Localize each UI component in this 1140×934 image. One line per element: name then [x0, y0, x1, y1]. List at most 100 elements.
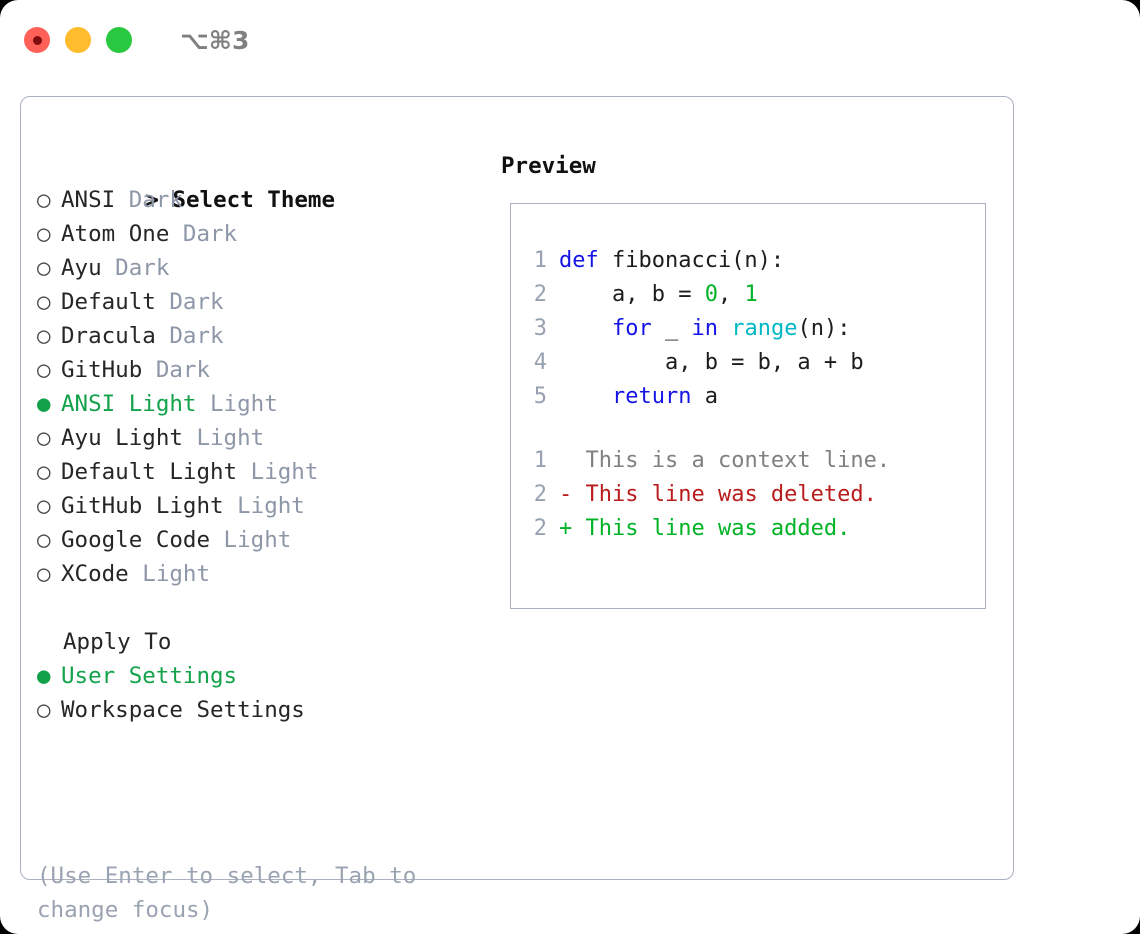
- diff-line: 1 This is a context line.: [525, 444, 985, 478]
- theme-list-item[interactable]: ○ Default Dark: [37, 285, 477, 319]
- theme-category: Light: [210, 527, 292, 553]
- theme-list-item[interactable]: ○XCode Light: [37, 557, 477, 591]
- apply-to-list: ● User Settings ○ Workspace Settings: [37, 659, 477, 727]
- radio-unselected-icon[interactable]: ○: [37, 187, 51, 213]
- code-line: 3 for _ in range(n):: [525, 312, 985, 346]
- theme-category: Dark: [101, 255, 170, 281]
- code-token: _: [651, 316, 692, 341]
- code-token: a: [691, 384, 718, 409]
- line-number: 3: [533, 316, 547, 341]
- radio-unselected-icon[interactable]: ○: [37, 459, 51, 485]
- diff-text: This line was deleted.: [585, 482, 877, 507]
- theme-category: Light: [128, 561, 211, 587]
- code-token: for: [611, 316, 652, 341]
- theme-list-item[interactable]: ○Dracula Dark: [37, 319, 477, 353]
- code-token: 0: [704, 282, 718, 307]
- radio-unselected-icon[interactable]: ○: [37, 493, 51, 519]
- theme-list-item[interactable]: ○ Google Code Light: [37, 523, 477, 557]
- diff-text: This line was added.: [585, 516, 851, 541]
- preview-heading: Preview: [501, 153, 596, 179]
- code-token: 1: [744, 282, 758, 307]
- code-token: ,: [717, 282, 745, 307]
- code-token: a, b = b, a + b: [559, 350, 864, 375]
- theme-name: Default Light: [61, 459, 238, 485]
- code-line: 5 return a: [525, 380, 985, 414]
- preview-gap: [525, 414, 985, 444]
- radio-unselected-icon[interactable]: ○: [37, 357, 51, 383]
- radio-unselected-icon[interactable]: ○: [37, 255, 51, 281]
- content-panel: > Select Theme ○ANSI Dark○Atom One Dark○…: [20, 96, 1014, 923]
- diff-marker: +: [559, 516, 586, 541]
- diff-marker: [559, 448, 586, 473]
- theme-list-item[interactable]: ○Default Light Light: [37, 455, 477, 489]
- diff-marker: -: [559, 482, 586, 507]
- theme-list-item[interactable]: ○Atom One Dark: [37, 217, 477, 251]
- theme-name: ANSI: [61, 187, 116, 213]
- radio-unselected-icon[interactable]: ○: [37, 697, 51, 723]
- code-token: def: [559, 248, 612, 273]
- theme-list-item[interactable]: ○ Ayu Light Light: [37, 421, 477, 455]
- radio-selected-icon[interactable]: ●: [37, 663, 51, 689]
- theme-list-item[interactable]: ○ Ayu Dark: [37, 251, 477, 285]
- code-token: [559, 316, 612, 341]
- diff-line: 2- This line was deleted.: [525, 478, 985, 512]
- code-line: 4 a, b = b, a + b: [525, 346, 985, 380]
- radio-unselected-icon[interactable]: ○: [37, 561, 51, 587]
- theme-selector-column: > Select Theme ○ANSI Dark○Atom One Dark○…: [37, 149, 477, 727]
- radio-selected-icon[interactable]: ●: [37, 391, 51, 417]
- minimize-button[interactable]: [65, 27, 91, 53]
- maximize-button[interactable]: [106, 27, 132, 53]
- code-token: [559, 384, 612, 409]
- list-spacer: [37, 591, 477, 625]
- theme-name: Google Code: [61, 527, 211, 553]
- theme-category: Dark: [155, 323, 224, 349]
- theme-name: Ayu: [61, 255, 102, 281]
- theme-name: Ayu Light: [61, 425, 183, 451]
- line-number: 2: [533, 282, 547, 307]
- radio-unselected-icon[interactable]: ○: [37, 425, 51, 451]
- code-token: a, b =: [559, 282, 705, 307]
- theme-name: GitHub: [61, 357, 143, 383]
- theme-name: Default: [61, 289, 156, 315]
- theme-name: GitHub Light: [61, 493, 224, 519]
- code-token: return: [611, 384, 692, 409]
- theme-list-item[interactable]: ○ GitHub Light Light: [37, 489, 477, 523]
- diff-sample: 1 This is a context line.2- This line wa…: [525, 444, 985, 546]
- apply-to-label: User Settings: [61, 663, 238, 689]
- radio-unselected-icon[interactable]: ○: [37, 289, 51, 315]
- line-number: 2: [533, 516, 547, 541]
- diff-line: 2 + This line was added.: [525, 512, 985, 546]
- code-line: 2 a, b = 0, 1: [525, 278, 985, 312]
- code-line: 1 def fibonacci(n):: [525, 244, 985, 278]
- line-number: 5: [533, 384, 547, 409]
- theme-category: Light: [182, 425, 265, 451]
- select-theme-heading-text: Select Theme: [172, 187, 336, 213]
- theme-list-item[interactable]: ● ANSI Light Light: [37, 387, 477, 421]
- radio-unselected-icon[interactable]: ○: [37, 221, 51, 247]
- theme-category: Dark: [155, 289, 224, 315]
- apply-to-heading: Apply To: [63, 629, 172, 655]
- theme-category: Dark: [169, 221, 238, 247]
- theme-category: Dark: [142, 357, 211, 383]
- apply-to-item[interactable]: ● User Settings: [37, 659, 477, 693]
- line-number: 1: [533, 448, 547, 473]
- radio-unselected-icon[interactable]: ○: [37, 527, 51, 553]
- code-token: fibonacci(n):: [611, 248, 785, 273]
- code-token: in: [691, 316, 718, 341]
- radio-unselected-icon[interactable]: ○: [37, 323, 51, 349]
- theme-list-item[interactable]: ○ GitHub Dark: [37, 353, 477, 387]
- line-number: 1: [533, 248, 547, 273]
- theme-name: ANSI Light: [61, 391, 197, 417]
- theme-list-item[interactable]: ○ANSI Dark: [37, 183, 477, 217]
- keyboard-shortcut-label: ⌥⌘3: [180, 25, 250, 55]
- theme-category: Light: [223, 493, 305, 519]
- apply-to-item[interactable]: ○ Workspace Settings: [37, 693, 477, 727]
- close-button[interactable]: [24, 27, 50, 53]
- select-theme-heading: > Select Theme: [37, 149, 477, 213]
- apply-to-label: Workspace Settings: [61, 697, 305, 723]
- theme-category: Light: [196, 391, 278, 417]
- code-token: [718, 316, 731, 341]
